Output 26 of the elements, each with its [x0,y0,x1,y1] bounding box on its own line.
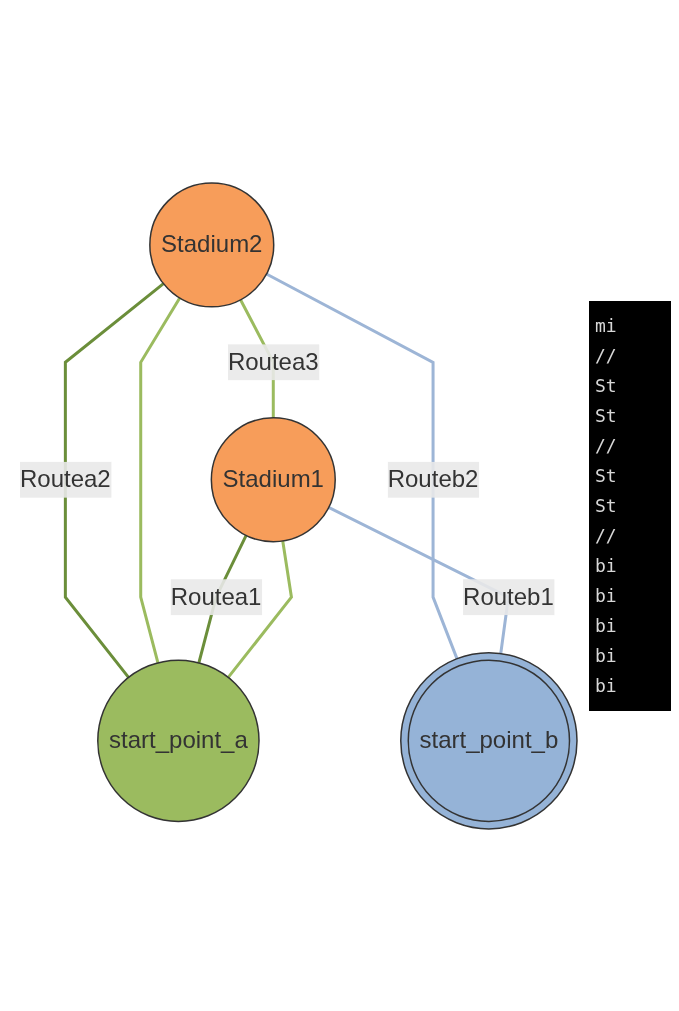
code-line: bi [595,583,618,608]
code-line: St [595,493,618,518]
node-circle: start_point_a [97,658,260,822]
code-line: St [595,463,618,488]
code-line: // [595,343,618,368]
edge-label: Routea2 [20,465,111,492]
connector [265,272,459,659]
edge-label: Routea1 [170,583,262,609]
code-line: // [595,523,618,548]
connector [139,296,181,663]
connector [227,540,293,678]
code-line: St [595,403,618,428]
edge-label: Routeb1 [463,583,554,609]
connector [63,282,165,678]
code-line: bi [595,553,618,578]
code-line: bi [595,673,618,698]
edge-label: Routea3 [227,348,319,374]
node-circle: Stadium1 [210,416,336,542]
code-line: bi [595,613,618,638]
node-circle: start_point_b [400,651,578,830]
code-line: // [595,433,618,458]
node-circle: Stadium2 [149,181,275,308]
edge-label: Routeb2 [387,465,479,492]
code-line: mi [595,313,618,338]
code-line: bi [595,643,618,668]
code-line: St [595,373,618,398]
